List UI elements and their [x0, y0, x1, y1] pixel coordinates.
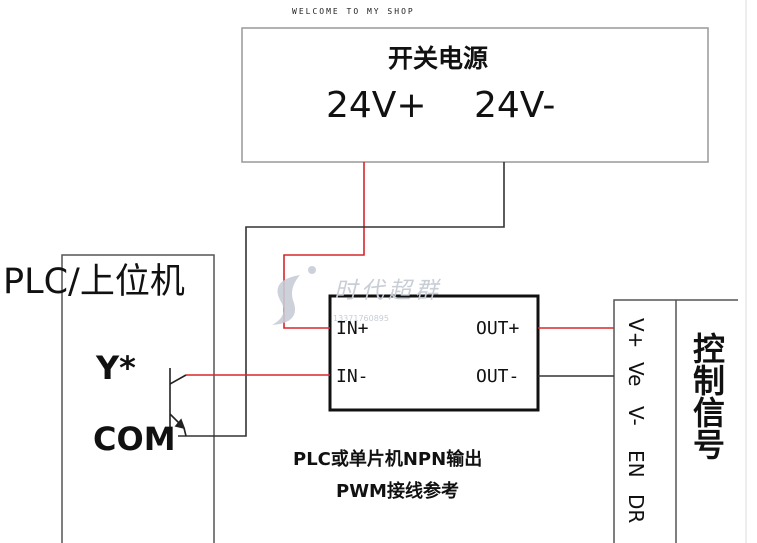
npn-transistor-symbol: [169, 368, 187, 437]
control-signal-title: 控制信号: [688, 332, 726, 460]
plc-common-label: COM: [93, 420, 176, 458]
welcome-banner: WELCOME TO MY SHOP: [292, 7, 415, 16]
wire-24v-negative: [178, 162, 505, 437]
control-terminal-box: [613, 299, 738, 543]
module-out-negative: OUT-: [476, 366, 520, 387]
plc-output-label: Y*: [96, 349, 136, 387]
power-supply-box: [241, 27, 709, 163]
terminal-v-minus: V-: [624, 406, 648, 426]
wire-24v-positive: [283, 162, 365, 329]
module-out-positive: OUT+: [476, 318, 520, 339]
module-in-negative: IN-: [336, 366, 369, 387]
caption-line1: PLC或单片机NPN输出: [293, 449, 483, 470]
terminal-en: EN: [624, 450, 648, 478]
plc-title: PLC/上位机: [3, 262, 185, 302]
watermark-phone: 13371760895: [333, 314, 389, 323]
terminal-v-plus: V+: [624, 318, 648, 349]
plc-box: [61, 254, 215, 543]
module-in-positive: IN+: [336, 318, 369, 339]
power-negative-label: 24V-: [474, 85, 556, 126]
terminal-ve: Ve: [624, 362, 648, 387]
driver-module-box: [328, 294, 540, 412]
watermark-brand: 时代超群: [334, 278, 442, 304]
watermark-logo-icon: [272, 266, 316, 325]
power-supply-title: 开关电源: [388, 44, 489, 73]
power-positive-label: 24V+: [326, 85, 427, 126]
caption-line2: PWM接线参考: [336, 481, 459, 502]
terminal-dr: DR: [624, 494, 648, 524]
